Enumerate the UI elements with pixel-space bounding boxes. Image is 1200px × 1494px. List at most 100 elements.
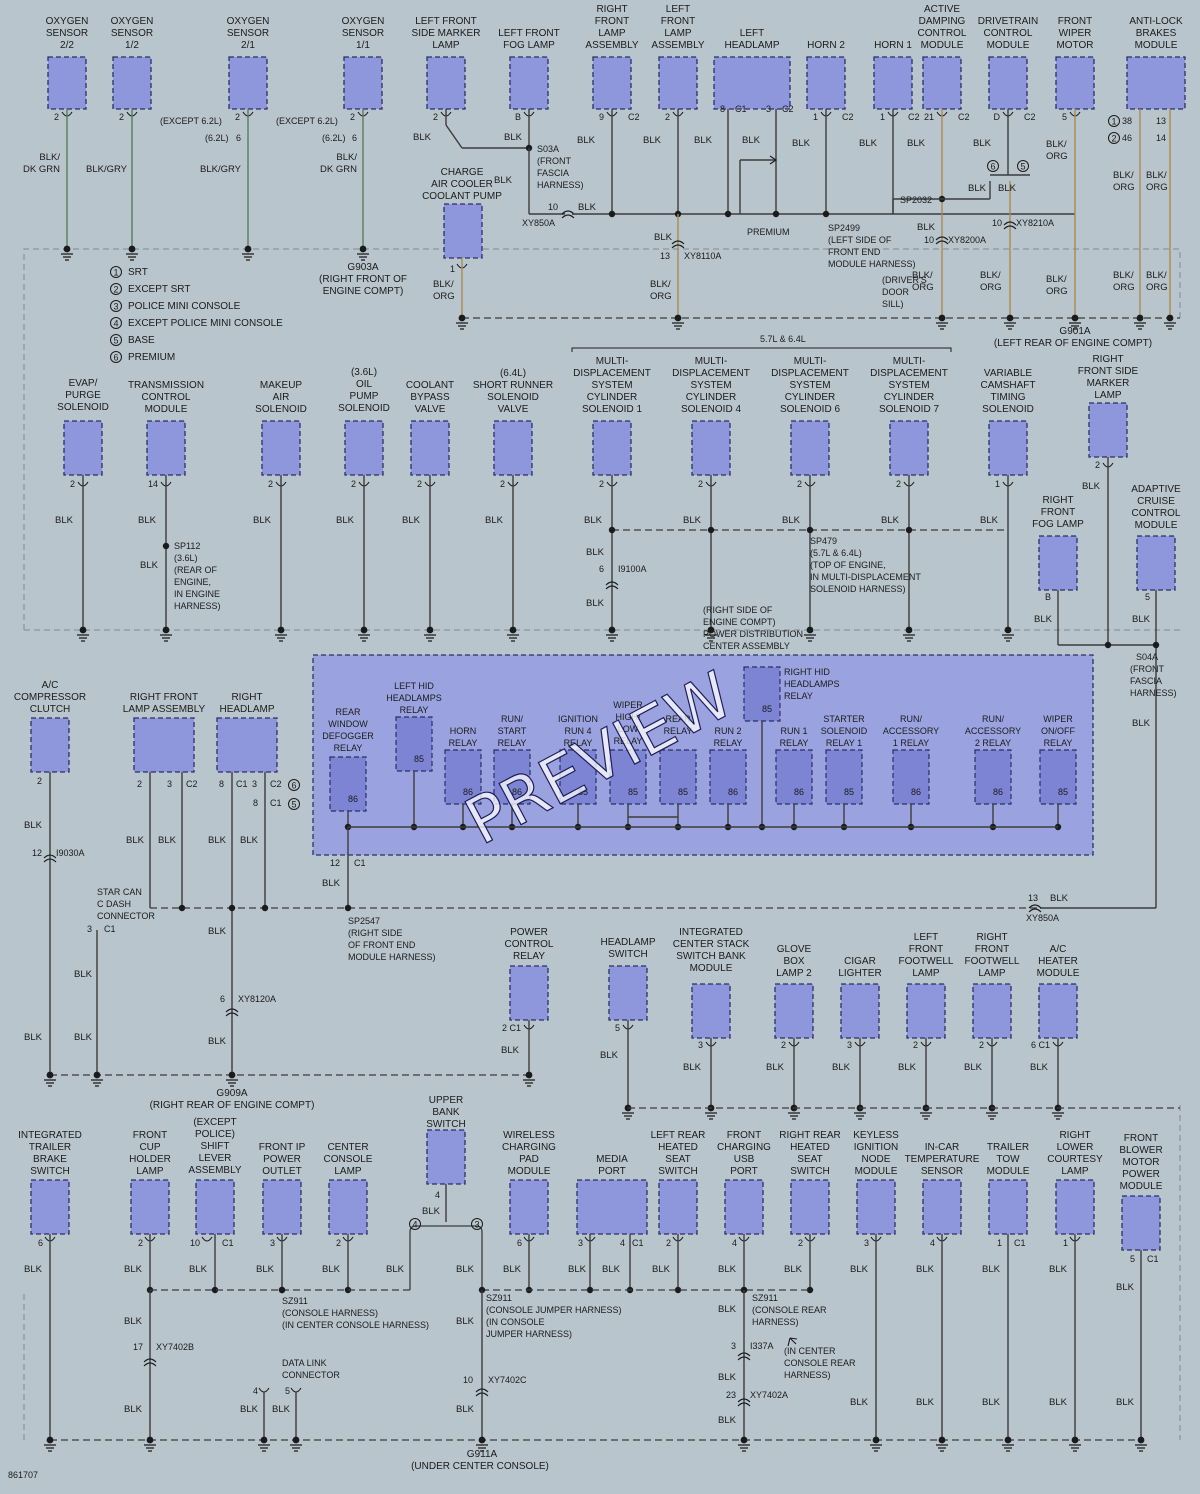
figure-id-label: 861707: [8, 1470, 38, 1480]
data-link-connector-label: DATA LINK: [282, 1358, 327, 1368]
wire-color-label: BLK: [124, 1316, 143, 1327]
xy850a-label: XY850A: [522, 218, 555, 228]
adaptive-cruise-module-box: [1136, 535, 1176, 591]
row2-component-7-label: SOLENOID 4: [681, 404, 741, 415]
wire-color-label: ORG: [1046, 286, 1068, 297]
row2-component-3-label: OIL: [356, 379, 373, 390]
row5-component-4-label: CENTER: [327, 1142, 368, 1153]
wire-color-label: BLK: [694, 135, 713, 146]
row1-pin-label: 2: [433, 112, 438, 122]
pin-icon: [258, 1387, 270, 1393]
row2-component-6-label: CYLINDER: [587, 392, 638, 403]
charge-air-cooler-pump-box: [443, 203, 483, 259]
row5-pin-label: 3: [270, 1238, 275, 1248]
wire-color-label: BLK/: [650, 279, 671, 290]
row5-component-10-label: HEATED: [790, 1142, 830, 1153]
row5-component-7-label: MEDIA: [596, 1154, 628, 1165]
row2-component-0-box: [63, 420, 103, 476]
row2-component-10-label: CAMSHAFT: [981, 380, 1036, 391]
g901a-ground-icon: [458, 314, 466, 322]
sp2499-label: SP2499: [828, 223, 860, 233]
row4-ground-icon: [788, 1112, 800, 1120]
row4-ground-icon: [854, 1112, 866, 1120]
pin-label: 5: [1145, 592, 1150, 602]
ground-g911a-label: G911A: [467, 1449, 498, 1460]
pin-label: 8: [219, 779, 224, 789]
row5-component-10-label: RIGHT REAR: [779, 1130, 841, 1141]
row1-component-6-label: ASSEMBLY: [585, 40, 638, 51]
row2-ground-icon: [162, 626, 170, 634]
row1-component-4-label: SIDE MARKER: [412, 28, 481, 39]
adaptive-cruise-module-label: MODULE: [1135, 520, 1178, 531]
g901a-ground-icon: [1069, 322, 1081, 330]
wire-color-label: BLK: [980, 515, 999, 526]
row5-component-13-label: TRAILER: [987, 1142, 1029, 1153]
g901a-ground-icon: [672, 322, 684, 330]
rf-fog-lamp-label: FRONT: [1041, 507, 1075, 518]
wire-color-label: BLK: [1116, 1397, 1135, 1408]
relay-2-box: [329, 756, 367, 812]
sp2499-location: (LEFT SIDE OF: [828, 235, 892, 245]
relay-10-label: STARTER: [823, 714, 865, 724]
row4-component-1-box: [608, 965, 648, 1021]
connector-label: C1: [1147, 1254, 1159, 1264]
row5-component-11-label: MODULE: [855, 1166, 898, 1177]
wire-color-label: BLK: [982, 1264, 1001, 1275]
relay-3-label: RELAY: [449, 738, 478, 748]
row5-component-14-label: COURTESY: [1047, 1154, 1103, 1165]
row2-ground-icon: [903, 634, 915, 642]
row2-ground-icon: [277, 626, 285, 634]
g901a-ground-icon: [1166, 314, 1174, 322]
wire-color-label: BLK: [792, 138, 811, 149]
rf-side-marker-lamp-box: [1088, 402, 1128, 458]
row1-pin-label: 2: [350, 112, 355, 122]
xy8110a-label: XY8110A: [684, 251, 721, 261]
row1-component-7-label: LEFT: [666, 4, 690, 15]
row2-ground-icon: [1002, 634, 1014, 642]
legend-marker-icon: 4: [113, 318, 118, 328]
row2-component-2-label: MAKEUP: [260, 380, 303, 391]
xy8200a-connector-icon: [935, 236, 949, 245]
row1-component-7-label: FRONT: [661, 16, 695, 27]
row2-component-10-box: [988, 420, 1028, 476]
wire-color-label: BLK: [413, 132, 432, 143]
g911a-ground-icon: [938, 1436, 946, 1444]
row1-component-6-label: LAMP: [598, 28, 626, 39]
wire-color-label: BLK: [256, 1264, 275, 1275]
abs-pin-13: 13: [1156, 116, 1166, 126]
wire-color-label: BLK: [456, 1264, 475, 1275]
row4-pin-label: 6 C1: [1031, 1040, 1050, 1050]
i337a-label: I337A: [750, 1341, 774, 1351]
row1-component-11-label: DAMPING: [919, 16, 966, 27]
row1-component-0-box: [47, 56, 87, 110]
row5-component-4-label: CONSOLE: [324, 1154, 373, 1165]
row2-component-6-label: SOLENOID 1: [582, 404, 642, 415]
sz911-jumper-label: SZ911: [486, 1293, 512, 1303]
wire-color-label: BLK: [850, 1397, 869, 1408]
relay-6-label: RELAY: [614, 736, 643, 746]
relay-13-label: RELAY: [1044, 738, 1073, 748]
row2-component-7-box: [691, 420, 731, 476]
wire-color-label: BLK: [336, 515, 355, 526]
wire-color-label: BLK: [643, 135, 662, 146]
option-base-icon: [1017, 160, 1029, 172]
option-police-icon: 3: [474, 1219, 479, 1229]
charge-air-cooler-pump-label: AIR COOLER: [431, 179, 493, 190]
row5-component-11-label: KEYLESS: [853, 1130, 899, 1141]
row1-pin-label: 2: [665, 112, 670, 122]
row1-component-0-label: OXYGEN: [46, 16, 89, 27]
wire-color-label: BLK: [1082, 481, 1101, 492]
pin-label: B: [1045, 592, 1051, 602]
relay-1-label: RELAY: [400, 705, 429, 715]
row1-pin-label: 1: [813, 112, 818, 122]
wire-color-label: ORG: [1146, 182, 1168, 193]
abs-option-srt-icon: 1: [1111, 116, 1116, 126]
row4-component-7-box: [1038, 983, 1078, 1039]
wire-color-label: BLK/: [336, 152, 357, 163]
splice-dot: [772, 210, 780, 218]
sp112-location: IN ENGINE: [174, 589, 220, 599]
sp2032-label: SP2032: [900, 195, 932, 205]
g901a-ground-icon: [1004, 322, 1016, 330]
relay-8-label: RELAY: [714, 738, 743, 748]
